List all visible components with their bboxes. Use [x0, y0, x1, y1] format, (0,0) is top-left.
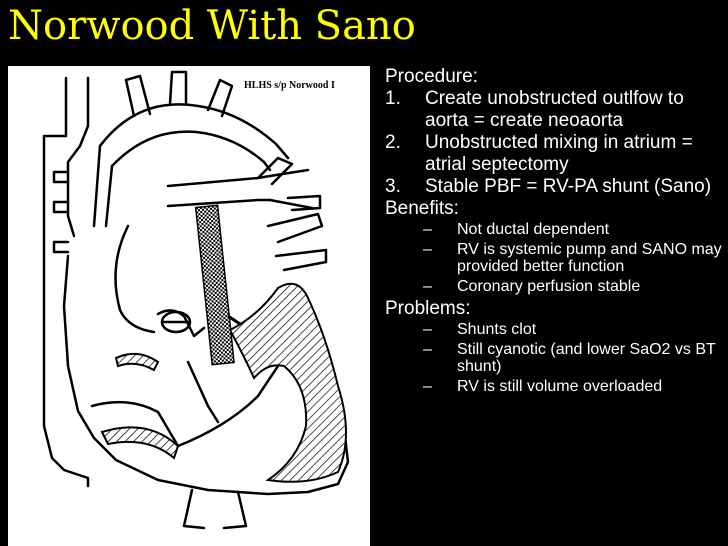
- list-text: Stable PBF = RV-PA shunt (Sano): [425, 176, 712, 197]
- list-text: Create unobstructed outlfow to aorta = c…: [425, 88, 684, 131]
- problems-heading: Problems:: [385, 298, 471, 319]
- list-text: Still cyanotic (and lower SaO2 vs BT shu…: [457, 341, 716, 375]
- figure-label: HLHS s/p Norwood I: [244, 80, 335, 91]
- benefit-item: – Coronary perfusion stable: [385, 278, 725, 295]
- dash-bullet: –: [423, 378, 432, 395]
- procedure-heading: Procedure:: [385, 66, 478, 87]
- benefit-item: – Not ductal dependent: [385, 221, 725, 238]
- list-text: RV is still volume overloaded: [457, 378, 663, 395]
- problem-item: – Still cyanotic (and lower SaO2 vs BT s…: [385, 341, 725, 375]
- slide-body: Procedure: 1. Create unobstructed outlfo…: [385, 66, 725, 398]
- benefits-heading: Benefits:: [385, 198, 459, 219]
- list-number: 2.: [385, 132, 401, 153]
- dash-bullet: –: [423, 321, 432, 338]
- heart-drawing-svg: [42, 70, 350, 530]
- heart-diagram: HLHS s/p Norwood I: [8, 66, 370, 546]
- list-text: Unobstructed mixing in atrium = atrial s…: [425, 132, 693, 175]
- list-text: Not ductal dependent: [457, 221, 610, 238]
- list-number: 3.: [385, 176, 401, 197]
- dash-bullet: –: [423, 241, 432, 258]
- dash-bullet: –: [423, 221, 432, 238]
- procedure-item: 1. Create unobstructed outlfow to aorta …: [385, 88, 725, 132]
- problem-item: – RV is still volume overloaded: [385, 378, 725, 395]
- list-text: RV is systemic pump and SANO may provide…: [457, 241, 722, 275]
- list-text: Coronary perfusion stable: [457, 278, 641, 295]
- dash-bullet: –: [423, 278, 432, 295]
- benefits-list: – Not ductal dependent – RV is systemic …: [385, 221, 725, 295]
- procedure-list: 1. Create unobstructed outlfow to aorta …: [385, 88, 725, 198]
- procedure-item: 2. Unobstructed mixing in atrium = atria…: [385, 132, 725, 176]
- problem-item: – Shunts clot: [385, 321, 725, 338]
- list-number: 1.: [385, 88, 401, 109]
- benefit-item: – RV is systemic pump and SANO may provi…: [385, 241, 725, 275]
- list-text: Shunts clot: [457, 321, 537, 338]
- dash-bullet: –: [423, 341, 432, 358]
- problems-list: – Shunts clot – Still cyanotic (and lowe…: [385, 321, 725, 395]
- slide-title: Norwood With Sano: [8, 3, 416, 49]
- procedure-item: 3. Stable PBF = RV-PA shunt (Sano): [385, 176, 725, 198]
